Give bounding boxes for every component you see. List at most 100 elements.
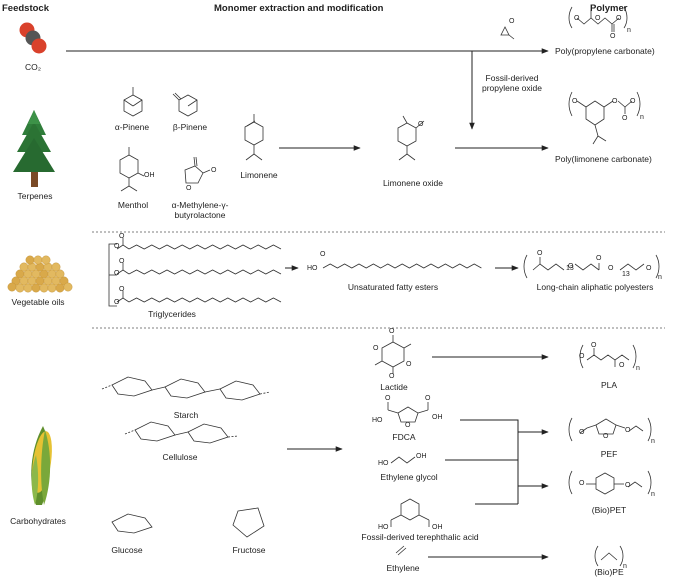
pet-o1-label: O [579,480,585,487]
tg-o2-label: O [119,258,125,265]
plc-structure [568,91,641,145]
eg-structure [390,456,416,464]
tg-o6-label: O [114,299,120,306]
co2-label: CO₂ [24,62,42,72]
pef-n-label: n [651,438,655,445]
seed [33,255,43,265]
lactide-o3-label: O [406,361,412,368]
fdca-oh-label: OH [432,414,443,421]
ppc-o4-label: O [610,33,616,40]
tg-o4-label: O [114,243,120,250]
plc-o2-label: O [612,98,618,105]
fatty-chain-2 [128,269,282,275]
lactide-o2-label: O [373,345,379,352]
tpa-label: Fossil-derived terephthalic acid [361,532,479,542]
plc-label: Poly(limonene carbonate) [555,154,652,164]
polyesters-label: Long-chain aliphatic polyesters [536,282,654,292]
pet-n-label: n [651,491,655,498]
pla-label: PLA [600,380,618,390]
pla-n-label: n [636,365,640,372]
menthol-structure [119,147,145,192]
b-pinene-label: β-Pinene [172,122,208,132]
lactide-o4-label: O [389,373,395,380]
limonene-label: Limonene [240,170,278,180]
pla-o2-label: O [591,342,597,349]
pes-sub13a-label: 13 [566,265,574,272]
fatty-chains [128,244,482,303]
ppc-n-label: n [627,27,631,34]
methylene-label-1: α-Methylene-γ- [171,200,229,210]
fossil-po-label-2: propylene oxide [481,83,543,93]
ppc-structure [568,6,628,32]
pef-label: PEF [600,449,618,459]
propylene-oxide-structure [500,26,515,40]
pla-o1-label: O [579,353,585,360]
seed [15,283,25,293]
pef-structure [568,417,652,442]
cellulose-label: Cellulose [162,452,198,462]
co2-molecule-icon [19,22,47,54]
plc-o1-label: O [572,98,578,105]
fatty-chain-3 [128,297,282,303]
pes-o3-label: O [596,255,602,262]
fdca-ho-label: HO [372,417,383,424]
plc-o3-label: O [630,98,636,105]
fdca-o1-label: O [385,395,391,402]
pes-o5-label: O [646,265,652,272]
pe-structure [594,545,624,567]
ethylene-label: Ethylene [386,563,420,573]
polymer-header: Polymer [590,3,628,14]
epoxide-o-label: O [509,18,515,25]
lactone-o2-label: O [211,167,217,174]
vegetable-oils-label: Vegetable oils [11,297,65,307]
tpa-ho-label: HO [378,524,389,531]
b-pinene-structure [172,92,198,117]
fatty-acid-chain [322,263,482,269]
seed [7,282,17,292]
feedstock-header: Feedstock [2,3,49,14]
fossil-po-label-1: Fossil-derived [485,73,539,83]
seed [55,269,65,279]
pla-o3-label: O [619,362,625,369]
lactide-label: Lactide [380,382,408,392]
pe-n-label: n [623,563,627,570]
pet-label: (Bio)PET [591,505,627,515]
seed [39,283,49,293]
limonene-oxide-label: Limonene oxide [382,178,444,188]
eg-ho-label: HO [378,460,389,467]
seed [23,283,33,293]
seed [47,283,57,293]
seed [63,282,73,292]
fdca-label: FDCA [392,432,416,442]
pla-structure [579,344,637,369]
methylene-label-2: butyrolactone [174,210,226,220]
lactide-structure [374,335,412,374]
limonene-oxide-o-label: O [418,121,424,128]
plc-o4-label: O [622,115,628,122]
glucose-label: Glucose [111,545,143,555]
menthol-oh-label: OH [144,172,155,179]
pes-sub13b-label: 13 [622,271,630,278]
polyester-structure [523,254,660,279]
fdca-structure [387,402,429,423]
pef-o3-label: O [625,427,631,434]
pef-o2-label: O [603,433,609,440]
pes-o4-label: O [608,265,614,272]
lactone-o1-label: O [186,185,192,192]
limonene-oxide-structure [397,115,425,161]
tpa-oh-label: OH [432,524,443,531]
fatty-o-label: O [320,251,326,258]
monomer-header: Monomer extraction and modification [214,3,384,14]
ppc-o1-label: O [574,15,580,22]
limonene-structure [244,114,264,161]
triglycerides-label: Triglycerides [148,309,196,319]
sugar-rings [101,376,271,538]
fdca-o2-label: O [405,422,411,429]
triglycerides-structure [108,238,130,307]
unsaturated-esters-label: Unsaturated fatty esters [347,282,439,292]
tg-o3-label: O [119,286,125,293]
seed [19,262,29,272]
seed [51,262,61,272]
pes-n-label: n [658,274,662,281]
